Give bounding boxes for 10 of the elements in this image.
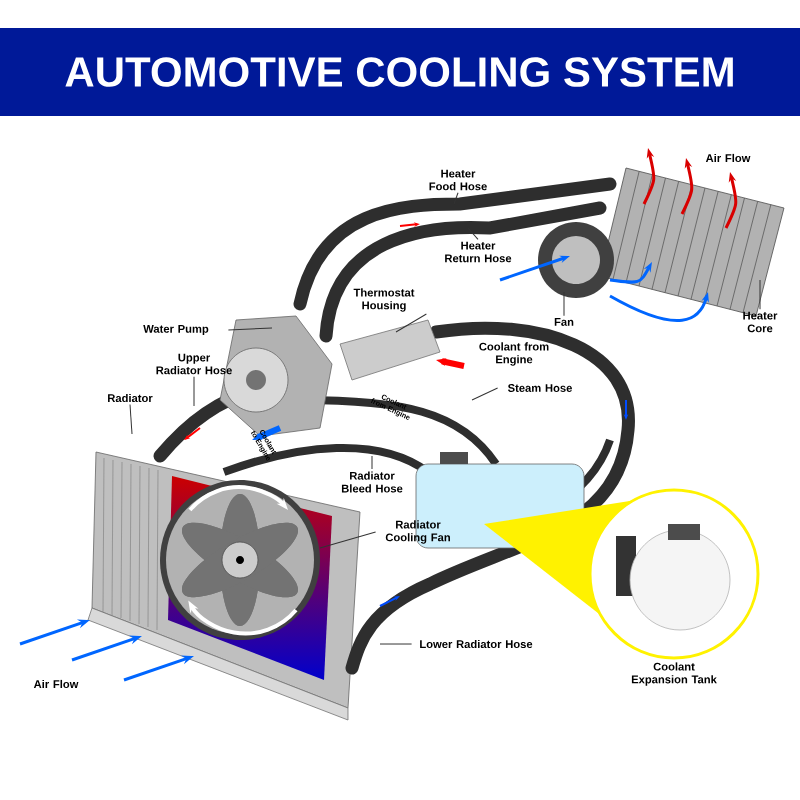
leader-line xyxy=(193,376,195,407)
leader-line xyxy=(563,291,565,317)
leader-line xyxy=(371,455,373,470)
leader-line xyxy=(759,279,761,310)
leader-line xyxy=(379,643,413,645)
leader-line xyxy=(471,387,499,401)
leader-line xyxy=(129,404,133,435)
title-banner: AUTOMOTIVE COOLING SYSTEM xyxy=(0,28,800,116)
leader-line xyxy=(227,327,273,331)
leader-line xyxy=(395,313,427,333)
